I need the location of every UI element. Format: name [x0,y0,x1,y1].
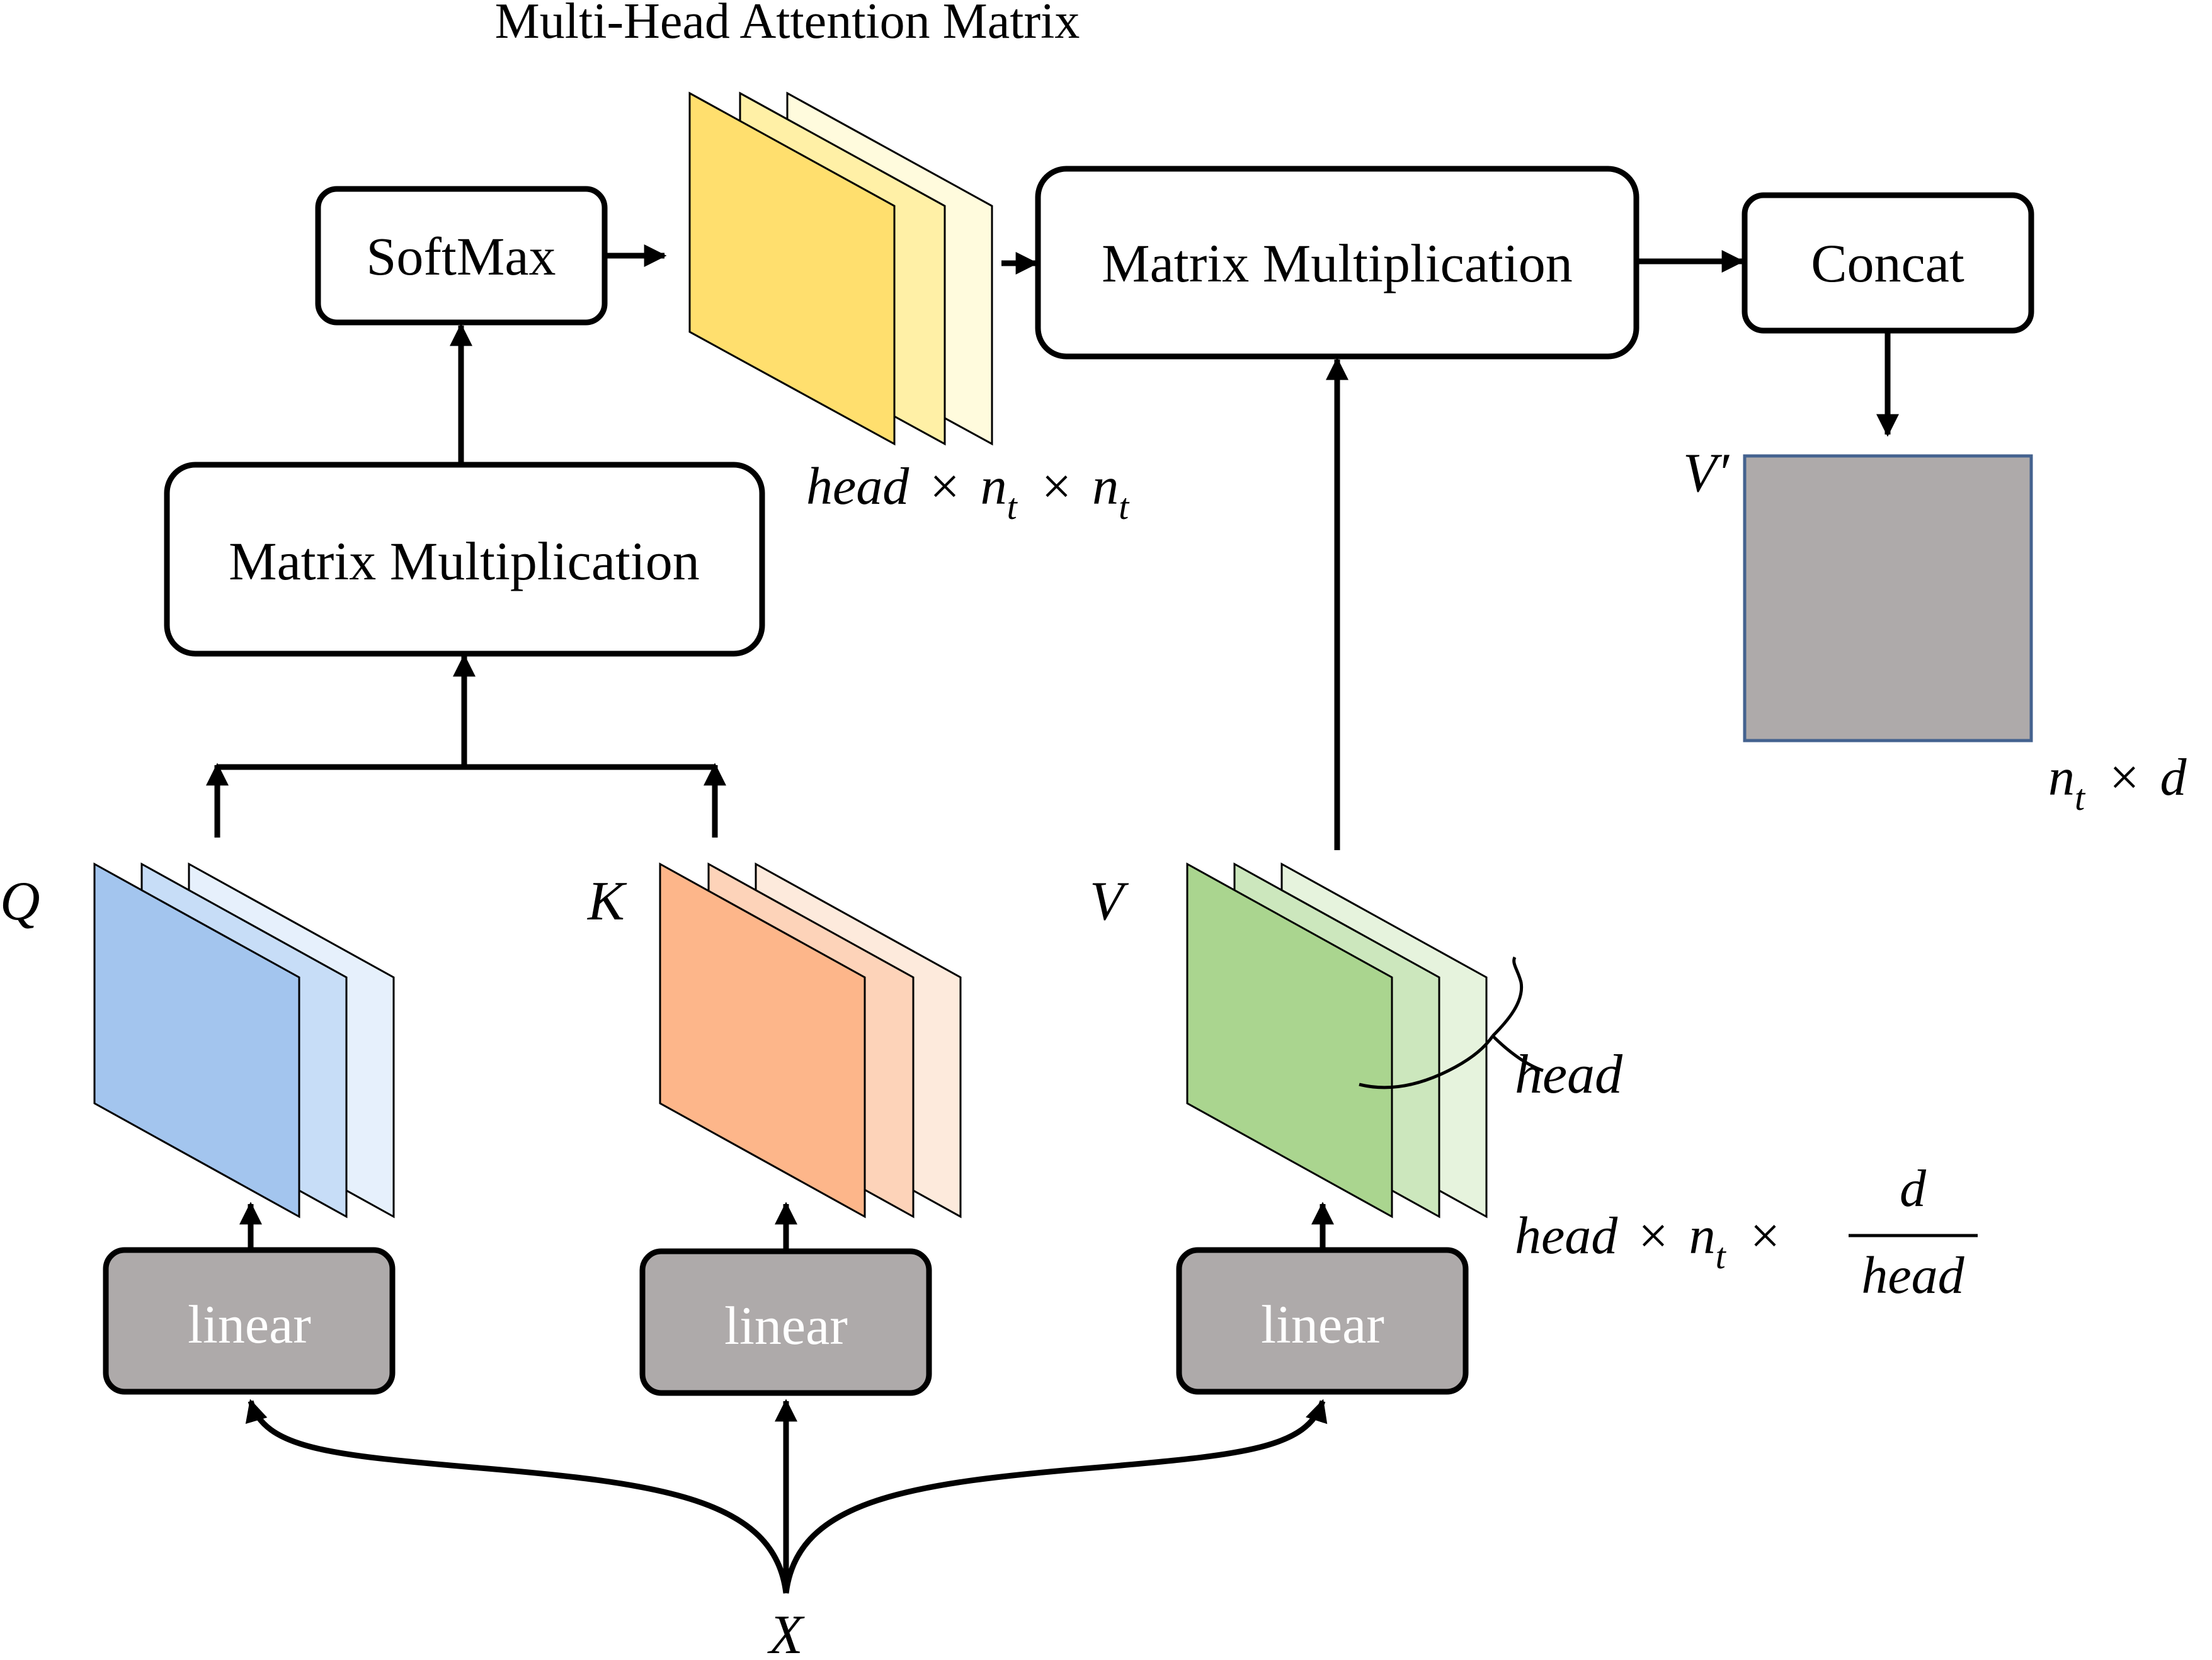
v-dim-denominator: head [1861,1246,1964,1305]
q-label: Q [0,871,40,932]
v-layer-1 [1186,862,1393,1219]
output-matrix [1743,454,2033,742]
k-matrix-stack [659,862,962,1219]
attention-matrix-stack [688,91,993,446]
v-prime-label: V′ [1683,443,1730,504]
connectors [206,244,1899,1594]
softmax-label: SoftMax [367,226,556,287]
linear-v-label: linear [1261,1294,1384,1355]
v-matrix-stack [1186,862,1488,1219]
attention-layer-1 [688,91,896,446]
linear-k-box: linear [639,1248,932,1396]
x-label: X [767,1605,805,1660]
matmul-left-box [164,462,765,657]
head-label: head [1515,1044,1623,1105]
arrow-x-to-q-linear [245,1399,789,1594]
q-matrix-stack [93,862,395,1219]
head-brace [1359,956,1544,1089]
output-dim-label: nt × d [2048,748,2187,822]
v-dim-label: head × nt × d head [1515,1159,1978,1305]
v-label: V [1090,871,1129,932]
matmul-left-label: Matrix Multiplication [229,531,700,591]
arrow-x-to-v-linear [783,1399,1328,1594]
linear-q-label: linear [188,1294,311,1355]
matmul-right-label: Matrix Multiplication [1102,233,1573,293]
q-layer-1 [93,862,300,1219]
linear-k-label: linear [724,1295,848,1356]
diagram-title: Multi-Head Attention Matrix [495,0,1080,49]
linear-v-box: linear [1176,1247,1469,1395]
attention-dim-label: head × nt × nt [806,457,1130,531]
v-dim-numerator: d [1900,1159,1927,1218]
svg-text:head × nt ×: head × nt × [1515,1207,1780,1280]
concat-label: Concat [1811,233,1964,293]
k-label: K [586,871,627,932]
linear-q-box: linear [103,1247,396,1395]
k-layer-1 [659,862,866,1219]
